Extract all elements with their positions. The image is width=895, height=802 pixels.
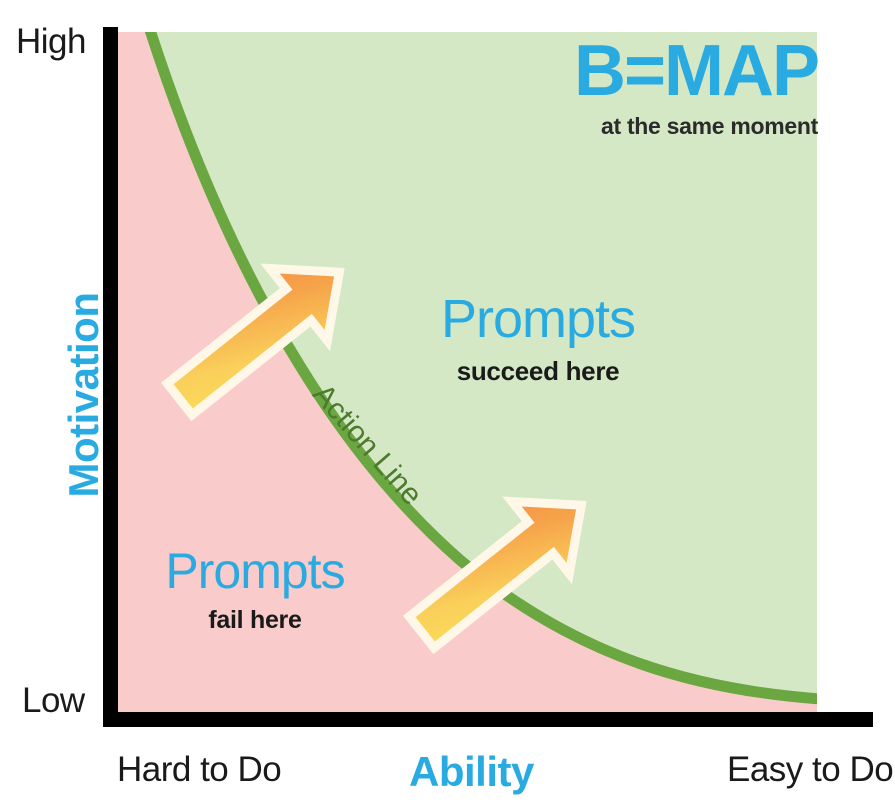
page-title: B=MAP (573, 31, 820, 111)
fail-region-title: Prompts (165, 543, 345, 599)
arrow-lower (402, 496, 587, 655)
y-axis-high-label: High (16, 22, 86, 61)
x-axis-line (103, 712, 873, 727)
y-axis-title: Motivation (60, 292, 107, 498)
action-line-stroke (144, 32, 817, 705)
x-axis-title: Ability (409, 748, 534, 795)
arrow-upper (160, 263, 345, 422)
succeed-region-callout: Prompts succeed here (408, 292, 668, 387)
succeed-region-fill (152, 32, 817, 698)
succeed-region-title: Prompts (440, 289, 636, 349)
succeed-region-subtitle: succeed here (456, 356, 620, 386)
fail-region-callout: Prompts fail here (130, 546, 380, 635)
arrow-lower-shape (402, 496, 587, 655)
headline-block: B=MAP at the same moment (448, 31, 820, 140)
page-subtitle: at the same moment (601, 112, 818, 139)
action-line-curve (144, 32, 817, 705)
x-axis-high-label: Easy to Do (727, 750, 894, 789)
x-axis-low-label: Hard to Do (117, 750, 282, 789)
y-axis-line (103, 27, 118, 727)
arrow-upper-shape (160, 263, 345, 422)
y-axis-low-label: Low (22, 681, 85, 720)
fail-region-subtitle: fail here (208, 606, 302, 634)
